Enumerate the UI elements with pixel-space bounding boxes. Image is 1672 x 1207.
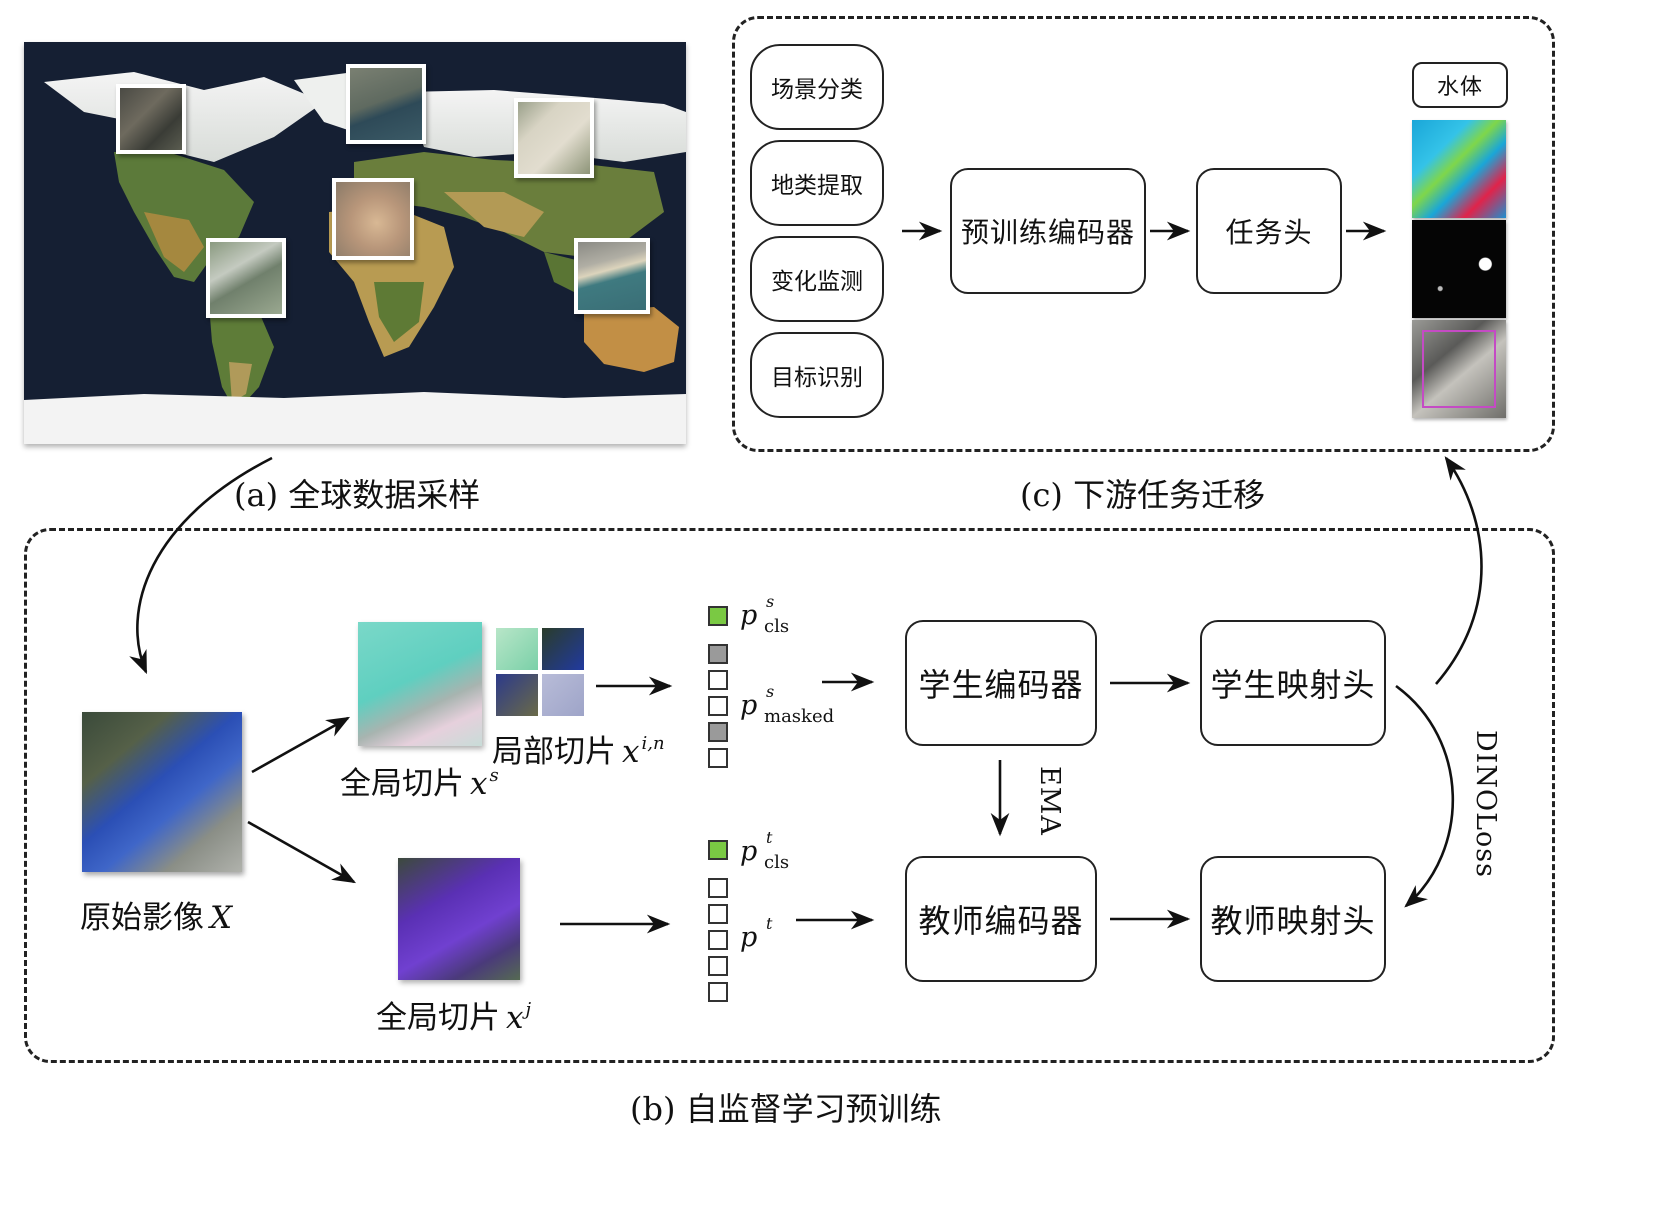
local-patch-1 <box>496 628 538 670</box>
student-head-box: 学生映射头 <box>1200 620 1386 746</box>
token-teacher-4 <box>708 956 728 976</box>
task-object-recognition: 目标识别 <box>750 332 884 418</box>
arrow-original-to-global-j <box>247 820 357 884</box>
caption-b: (b) 自监督学习预训练 <box>630 1090 942 1128</box>
original-image <box>82 712 242 872</box>
output-detection-image <box>1412 320 1506 418</box>
local-patch-2 <box>542 628 584 670</box>
local-patch-3 <box>496 674 538 716</box>
local-patch-4 <box>542 674 584 716</box>
sample-thumbnail-coast <box>574 238 650 314</box>
teacher-head-box: 教师映射头 <box>1200 856 1386 982</box>
token-student-3 <box>708 696 728 716</box>
global-patch-j <box>398 858 520 980</box>
token-teacher-2 <box>708 904 728 924</box>
output-water-mask-image <box>1412 220 1506 318</box>
token-teacher-1 <box>708 878 728 898</box>
token-student-masked-1 <box>708 644 728 664</box>
caption-a: (a) 全球数据采样 <box>234 476 481 514</box>
sample-thumbnail-road <box>206 238 286 318</box>
token-student-masked-4 <box>708 722 728 742</box>
token-student-2 <box>708 670 728 690</box>
arrow-map-to-original <box>129 456 273 675</box>
global-patch-s <box>358 622 482 746</box>
task-landcover-extraction: 地类提取 <box>750 140 884 226</box>
arrow-to-downstream <box>1435 456 1483 685</box>
sample-thumbnail-field <box>514 98 594 178</box>
student-encoder-box: 学生编码器 <box>905 620 1097 746</box>
arrow-dino-loss <box>1395 684 1455 908</box>
arrow-original-to-global-s <box>251 716 351 774</box>
downstream-panel <box>732 16 1555 452</box>
task-change-detection: 变化监测 <box>750 236 884 322</box>
ema-label: EMA <box>1034 766 1065 836</box>
sample-thumbnail-urban <box>116 84 186 154</box>
token-student-5 <box>708 748 728 768</box>
task-head-box: 任务头 <box>1196 168 1342 294</box>
token-teacher-5 <box>708 982 728 1002</box>
water-label-box: 水体 <box>1412 62 1508 108</box>
pretrain-panel <box>24 528 1555 1063</box>
token-student-cls <box>708 606 728 626</box>
token-teacher-cls <box>708 840 728 860</box>
teacher-encoder-box: 教师编码器 <box>905 856 1097 982</box>
token-teacher-3 <box>708 930 728 950</box>
caption-c: (c) 下游任务迁移 <box>1020 476 1266 514</box>
output-segmentation-image <box>1412 120 1506 218</box>
pretrained-encoder-box: 预训练编码器 <box>950 168 1146 294</box>
world-map <box>24 42 686 444</box>
sample-thumbnail-harbor <box>346 64 426 144</box>
task-scene-classification: 场景分类 <box>750 44 884 130</box>
sample-thumbnail-desert <box>332 178 414 260</box>
dino-loss-label: DINOLoss <box>1470 730 1501 878</box>
